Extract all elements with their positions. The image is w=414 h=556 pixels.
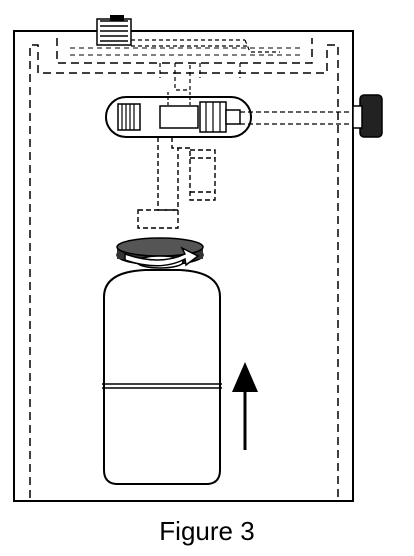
figure-caption: Figure 3 [159,516,255,546]
top-connector [96,15,132,46]
valve-body [105,92,252,138]
tank [102,269,222,485]
riser-bracket-dashed [137,209,179,229]
side-knob [352,94,383,138]
rotate-arrow-icon [124,246,200,267]
bypass-lines-dashed [240,111,358,125]
riser-pipe-dashed [157,137,216,211]
top-tray-dashed [56,38,313,64]
top-tray-inner-dashed [70,47,300,56]
cabinet-outline [13,30,354,502]
up-arrow-icon [232,362,258,450]
top-rail-dashed [131,39,280,53]
top-supports-dashed [159,63,241,91]
rotating-cap [116,237,204,269]
